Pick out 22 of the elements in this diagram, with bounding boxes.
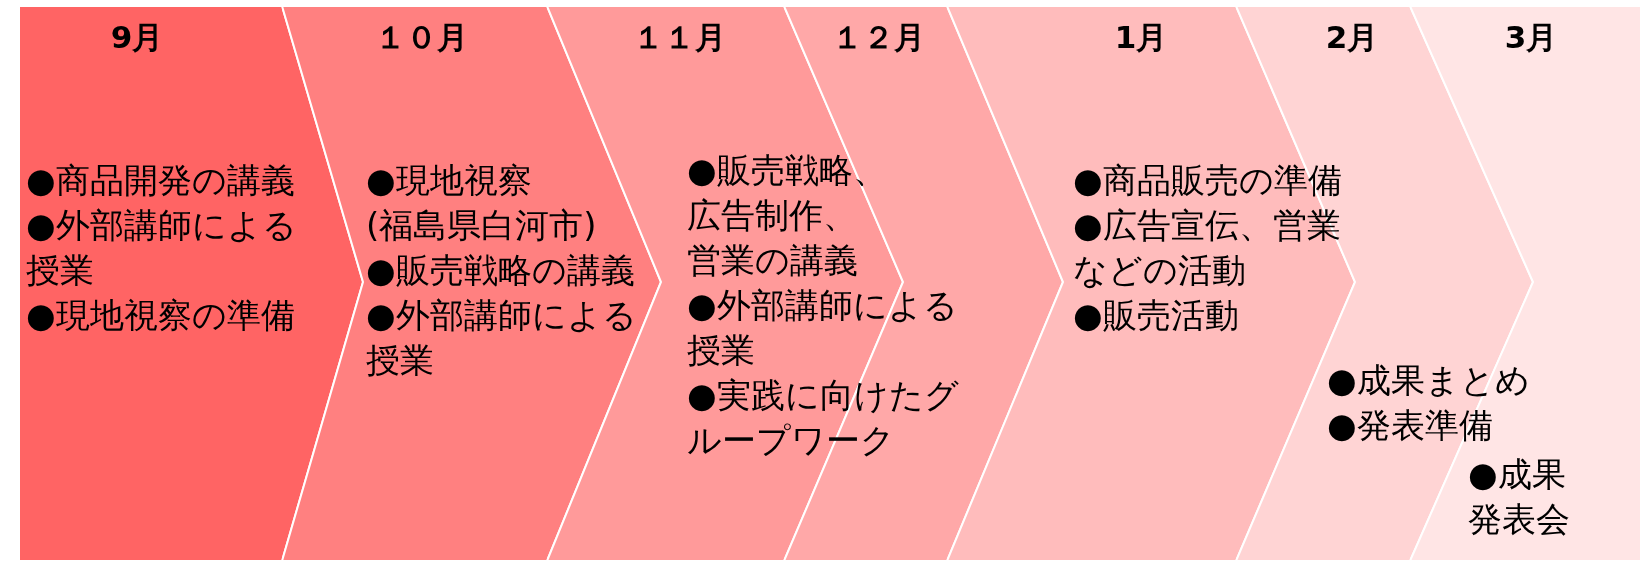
month-heading: 3月 (1504, 18, 1558, 57)
month-heading: 9月 (110, 18, 164, 57)
bullet-text: ●販売活動 (1073, 294, 1240, 337)
bullet-text: ●実践に向けたグループワーク (687, 374, 960, 462)
bullet-text: ●成果発表会 (1468, 453, 1571, 541)
month-heading: 2月 (1325, 18, 1379, 57)
bullet-text: ●成果まとめ (1327, 359, 1531, 402)
bullet-text: ●現地視察の準備 (26, 294, 296, 337)
bullet-text: ●広告宣伝、営業などの活動 (1073, 204, 1342, 292)
bullet-text: ●外部講師による授業 (366, 294, 638, 382)
bullet-text: ●販売戦略の講義 (366, 249, 636, 292)
bullet-text: ●商品開発の講義 (26, 159, 296, 202)
month-heading: １０月 (374, 18, 468, 57)
bullet-text: ●外部講師による授業 (687, 284, 959, 372)
bullet-text: ●商品販売の準備 (1073, 159, 1343, 202)
bullet-text: ●外部講師による授業 (26, 204, 298, 292)
bullet-text: ●販売戦略、広告制作、営業の講義 (687, 149, 888, 282)
bullet-text: ●現地視察(福島県白河市) (366, 159, 598, 247)
month-heading: 1月 (1114, 18, 1168, 57)
month-heading: １１月 (632, 18, 726, 57)
bullet-text: ●発表準備 (1327, 404, 1494, 447)
month-heading: １２月 (831, 18, 925, 57)
